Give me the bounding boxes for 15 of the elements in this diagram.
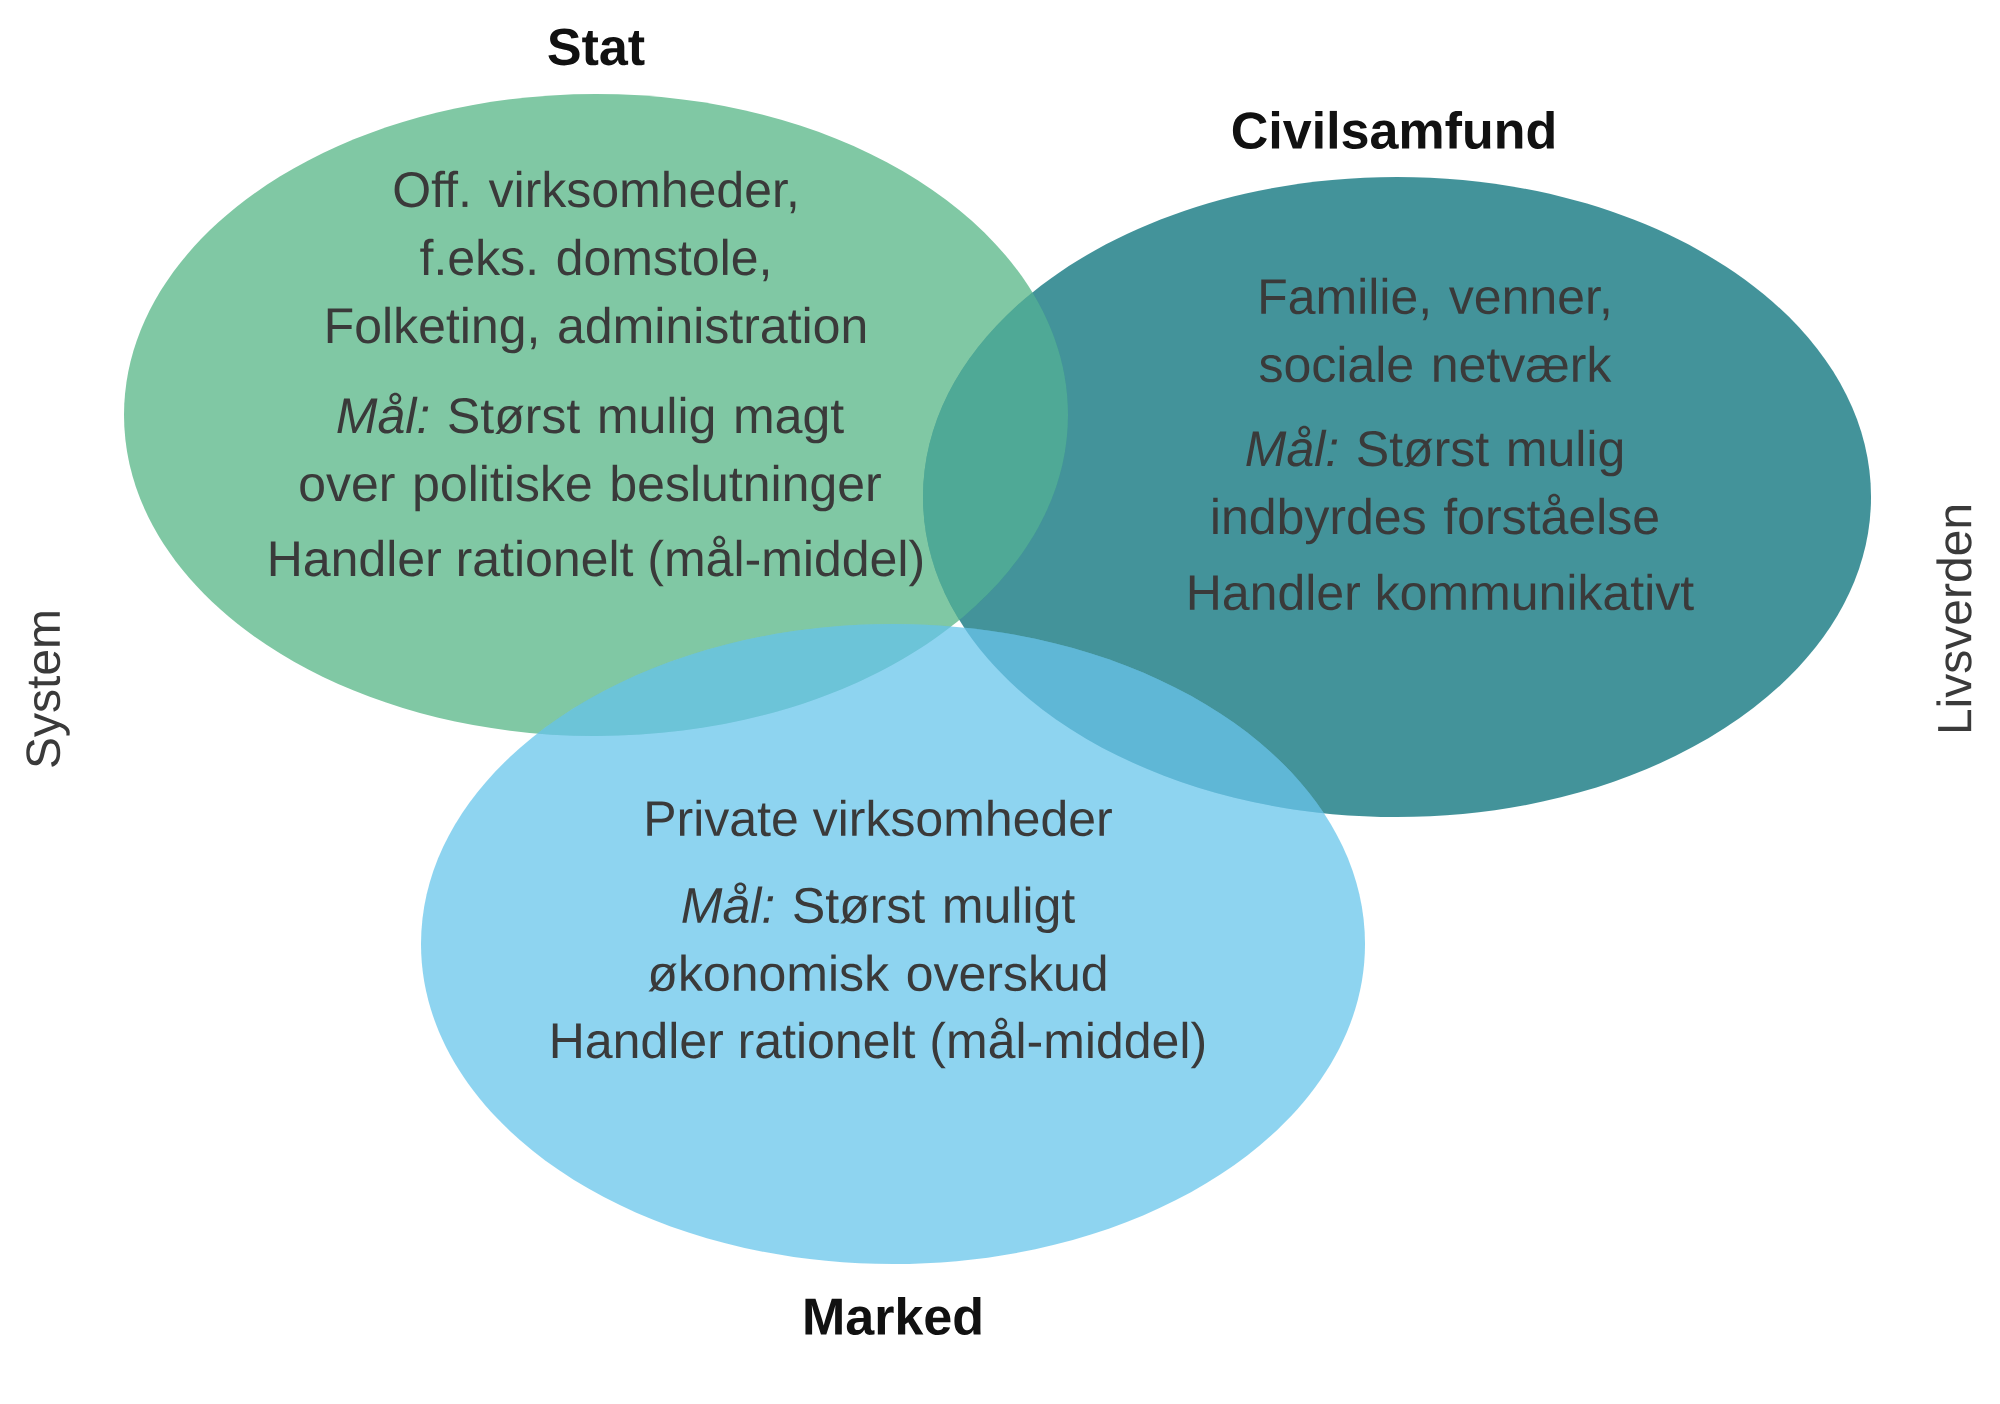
body-text: Handler rationelt (mål-middel) [552,1017,1204,1069]
heading: Stat [548,28,645,66]
body-text: Mål: Størst mulig magt over politiske beslutninger [300,392,881,512]
heading: Civilsamfund [1232,110,1554,150]
body-text: Handler kommunikativt [1189,573,1694,611]
side-label: System [26,612,70,767]
body-text: Familie, venner, sociale netværk [1259,277,1612,383]
body-text: Private virksomheder [647,799,1112,837]
side-label: Livsverden [1936,506,1972,732]
heading: Marked [805,1296,981,1336]
body-text: Mål: Størst mulig indbyrdes forståelse [1213,425,1658,545]
venn-ellipse [421,624,1365,1264]
body-text: Off. virksomheder, f.eks. domstole, Folketing, administration [327,170,865,354]
body-text: Handler rationelt (mål-middel) [270,535,922,587]
body-text: Mål: Størst muligt økonomisk overskud [648,882,1106,992]
